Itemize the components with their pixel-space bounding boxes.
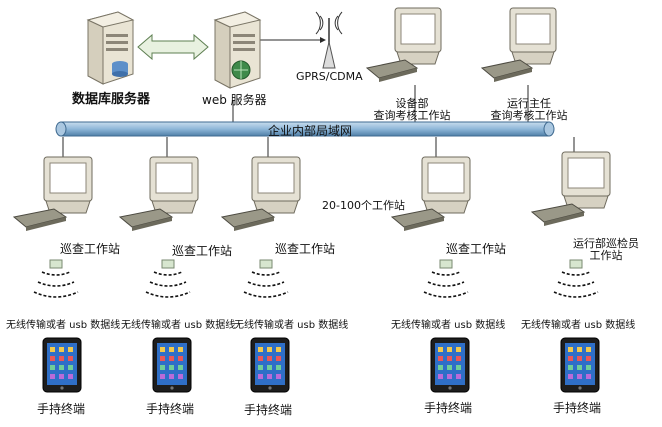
operations-director-line-1: 运行主任	[507, 97, 551, 110]
transfer-label-4: 无线传输或者 usb 数据线	[391, 320, 506, 331]
wireless-signal-icon-1	[33, 259, 79, 298]
handheld-terminal-icon-4	[430, 337, 470, 393]
equipment-dept-computer-icon	[365, 7, 442, 82]
patrol-station-label-2: 巡查工作站	[172, 244, 233, 258]
handheld-label-4: 手持终端	[424, 401, 473, 415]
database-server-icon	[86, 11, 135, 85]
patrol-workstation-2-icon	[118, 156, 199, 231]
arrow-head	[320, 37, 326, 43]
patrol-station-label-3: 巡查工作站	[275, 242, 336, 256]
lan-label: 企业内部局域网	[268, 124, 353, 138]
gprs-label: GPRS/CDMA	[296, 70, 363, 83]
equipment-dept-line-2: 查询考核工作站	[373, 109, 451, 122]
wireless-signal-icon-3	[243, 259, 289, 298]
ops-patrol-line-1: 运行部巡检员	[573, 237, 639, 250]
database-server-label: 数据库服务器	[72, 92, 151, 107]
patrol-workstation-3-icon	[220, 156, 301, 231]
web-server-label: web 服务器	[202, 93, 267, 107]
equipment-dept-line-1: 设备部	[395, 97, 429, 110]
ops-patrol-line-2: 工作站	[589, 249, 623, 262]
handheld-terminal-icon-3	[250, 337, 290, 393]
handheld-label-5: 手持终端	[553, 401, 602, 415]
wireless-signal-icon-5	[553, 259, 599, 298]
ops-patrol-label: 运行部巡检员 工作站	[556, 238, 656, 262]
handheld-label-2: 手持终端	[146, 402, 195, 416]
transfer-label-5: 无线传输或者 usb 数据线	[521, 320, 636, 331]
lan-pipe	[55, 121, 555, 137]
transfer-label-3: 无线传输或者 usb 数据线	[234, 320, 349, 331]
handheld-label-3: 手持终端	[244, 403, 293, 417]
handheld-terminal-icon-2	[152, 337, 192, 393]
workstation-count-label: 20-100个工作站	[322, 199, 405, 212]
antenna-icon	[315, 11, 343, 69]
handheld-terminal-icon-5	[560, 337, 600, 393]
transfer-label-2: 无线传输或者 usb 数据线	[121, 320, 236, 331]
patrol-station-label-4: 巡查工作站	[446, 242, 507, 256]
web-server-icon	[213, 11, 262, 89]
ops-patrol-workstation-icon	[530, 151, 611, 226]
wireless-signal-icon-4	[423, 259, 469, 298]
sync-arrow-icon	[137, 33, 209, 61]
patrol-workstation-4-icon	[390, 156, 471, 231]
handheld-label-1: 手持终端	[37, 402, 86, 416]
handheld-terminal-icon-1	[42, 337, 82, 393]
operations-director-line-2: 查询考核工作站	[490, 109, 568, 122]
patrol-station-label-1: 巡查工作站	[60, 242, 121, 256]
operations-director-computer-icon	[480, 7, 557, 82]
wireless-signal-icon-2	[145, 259, 191, 298]
operations-director-label: 运行主任 查询考核工作站	[474, 98, 584, 122]
equipment-dept-label: 设备部 查询考核工作站	[357, 98, 467, 122]
patrol-workstation-1-icon	[12, 156, 93, 231]
transfer-label-1: 无线传输或者 usb 数据线	[6, 320, 121, 331]
